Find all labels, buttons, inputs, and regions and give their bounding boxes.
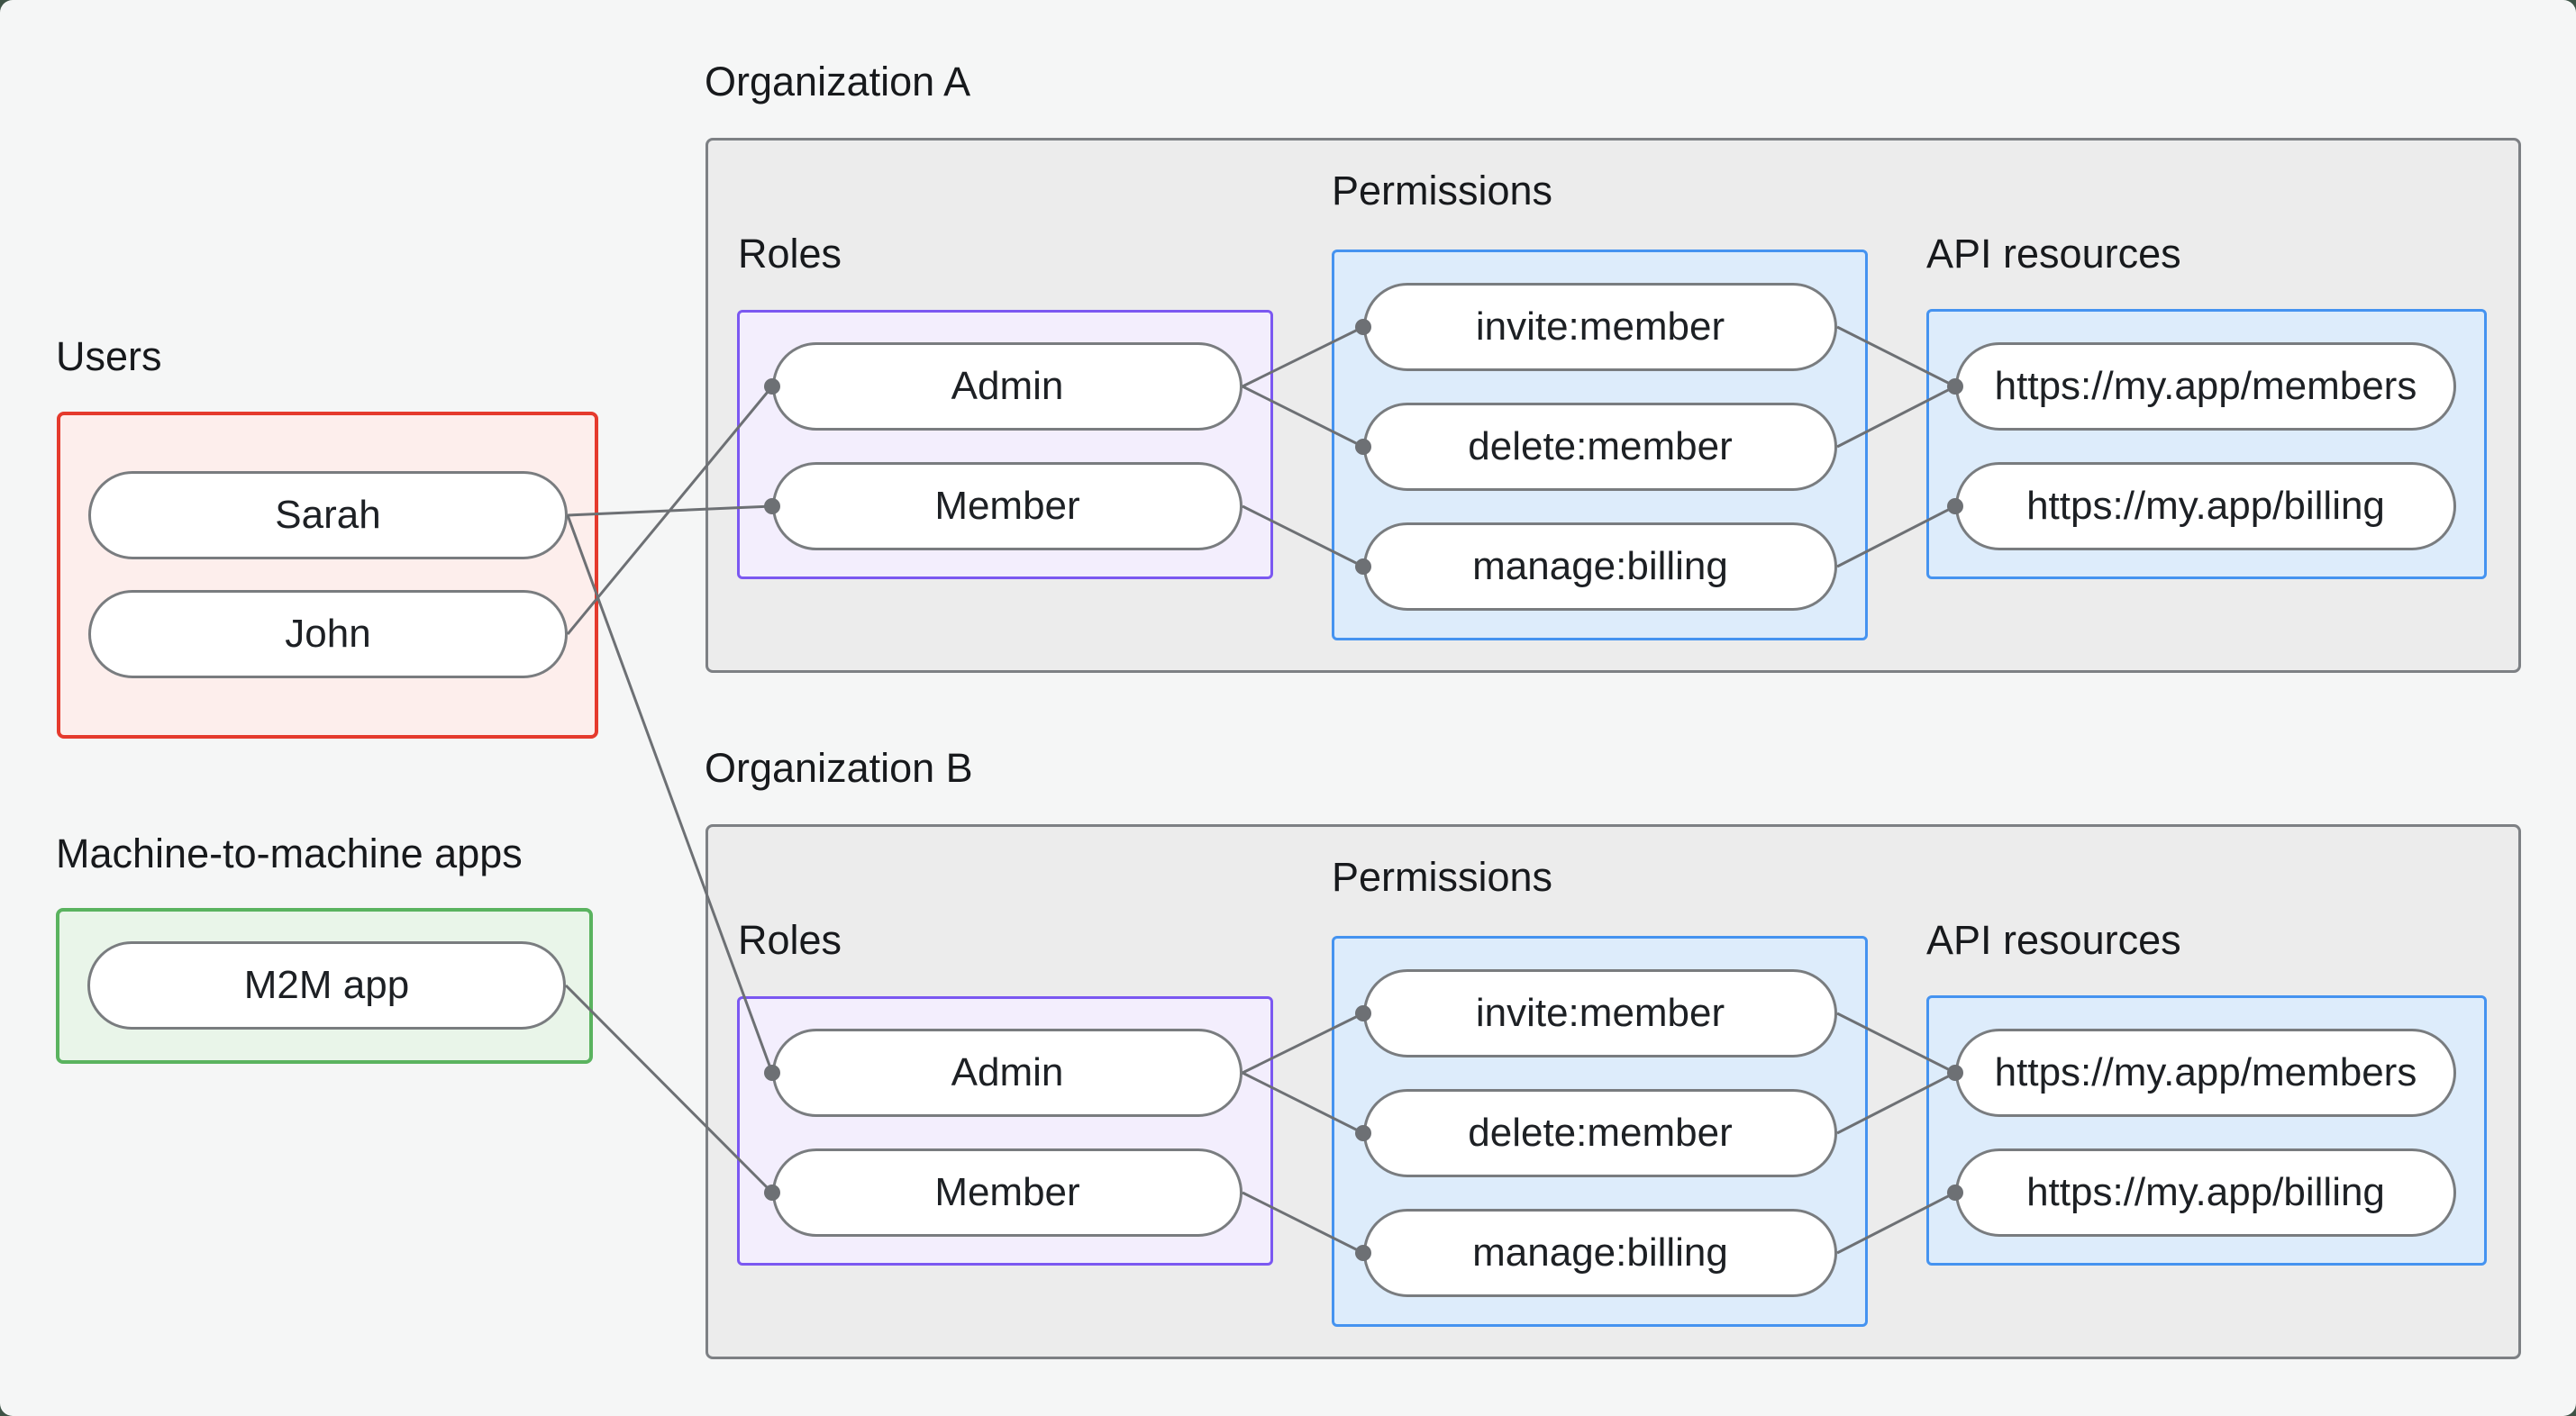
org-b-roles-label: Roles [738,917,842,963]
org-b-role-node-member: Member [772,1148,1242,1237]
org-a-role-node-admin: Admin [772,342,1242,431]
org-b-role-node-admin: Admin [772,1029,1242,1117]
org-b-permission-node-delete-member: delete:member [1363,1089,1837,1177]
user-node-sarah: Sarah [88,471,568,559]
org-b-permissions-label: Permissions [1332,854,1553,900]
org-a-api-node-members: https://my.app/members [1955,342,2456,431]
org-a-title: Organization A [705,59,971,104]
org-a-permission-node-invite-member: invite:member [1363,283,1837,371]
org-b-api-node-billing: https://my.app/billing [1955,1148,2456,1237]
m2m-app-node: M2M app [87,941,566,1030]
m2m-group-label: Machine-to-machine apps [56,831,523,876]
org-a-roles-label: Roles [738,231,842,277]
org-a-permission-node-delete-member: delete:member [1363,403,1837,491]
org-b-title: Organization B [705,745,973,791]
org-b-api-resources-label: API resources [1926,917,2181,963]
user-node-john: John [88,590,568,678]
org-b-api-node-members: https://my.app/members [1955,1029,2456,1117]
org-a-api-resources-label: API resources [1926,231,2181,277]
users-group-label: Users [56,333,162,379]
org-b-permission-node-invite-member: invite:member [1363,969,1837,1057]
org-a-api-node-billing: https://my.app/billing [1955,462,2456,550]
org-a-permission-node-manage-billing: manage:billing [1363,522,1837,611]
org-a-role-node-member: Member [772,462,1242,550]
org-b-permission-node-manage-billing: manage:billing [1363,1209,1837,1297]
users-group-box [57,412,598,739]
org-a-permissions-label: Permissions [1332,168,1553,213]
